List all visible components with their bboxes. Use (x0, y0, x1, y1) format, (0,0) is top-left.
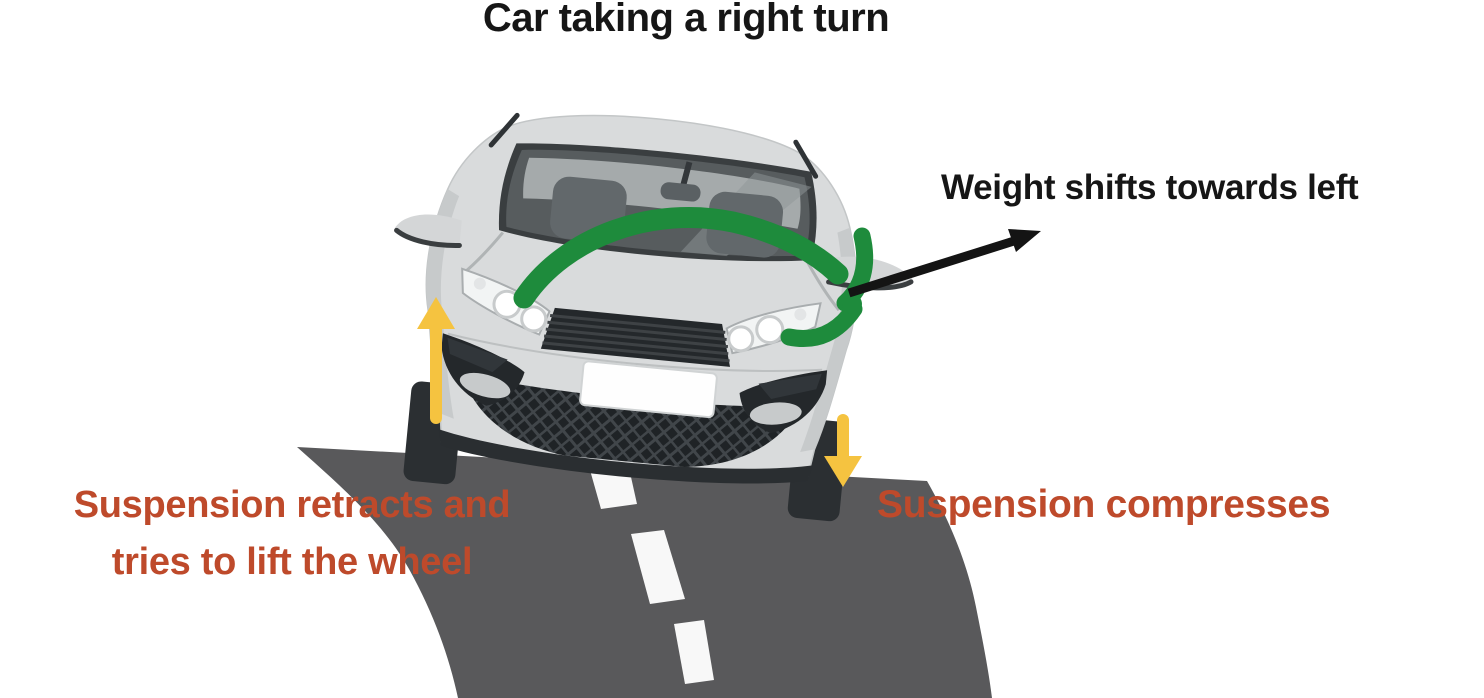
fog-lamp-left (441, 333, 525, 406)
suspension-left-label: Suspension retracts and tries to lift th… (24, 477, 560, 591)
green-curved-arrow (513, 206, 874, 347)
yellow-down-arrow-right (824, 414, 862, 487)
green-arrow-barb-lower (780, 300, 863, 347)
diagram-title: Car taking a right turn (482, 0, 890, 40)
black-arrow-shaft (847, 236, 1016, 298)
hood-crease-right (806, 261, 841, 312)
road-center-dash (674, 620, 714, 684)
upper-grille (540, 307, 730, 367)
black-arrow-head (1008, 229, 1041, 252)
headlight-left (461, 267, 551, 336)
license-plate (579, 360, 718, 419)
fog-lamp-right (739, 370, 828, 434)
road-center-dash (631, 530, 685, 604)
rearview-mirror-stalk (680, 161, 693, 187)
bumper-bottom (438, 429, 813, 484)
suspension-left-label-line1: Suspension retracts and (73, 484, 511, 526)
lower-grille-mesh (462, 373, 801, 468)
a-pillar-left (488, 112, 520, 148)
a-pillar-right (793, 139, 819, 179)
yellow-up-arrow-left (417, 297, 455, 424)
weight-shift-label: Weight shifts towards left (941, 168, 1359, 207)
suspension-left-label-line2: tries to lift the wheel (111, 541, 473, 583)
bumper-seam (447, 332, 823, 372)
suspension-right-label: Suspension compresses (877, 483, 1331, 526)
green-arrow-tip (842, 294, 862, 314)
rearview-mirror (660, 182, 701, 202)
side-mirror-left-shadow (394, 227, 462, 248)
black-arrow (847, 229, 1041, 298)
green-arrow-arc (513, 206, 849, 309)
